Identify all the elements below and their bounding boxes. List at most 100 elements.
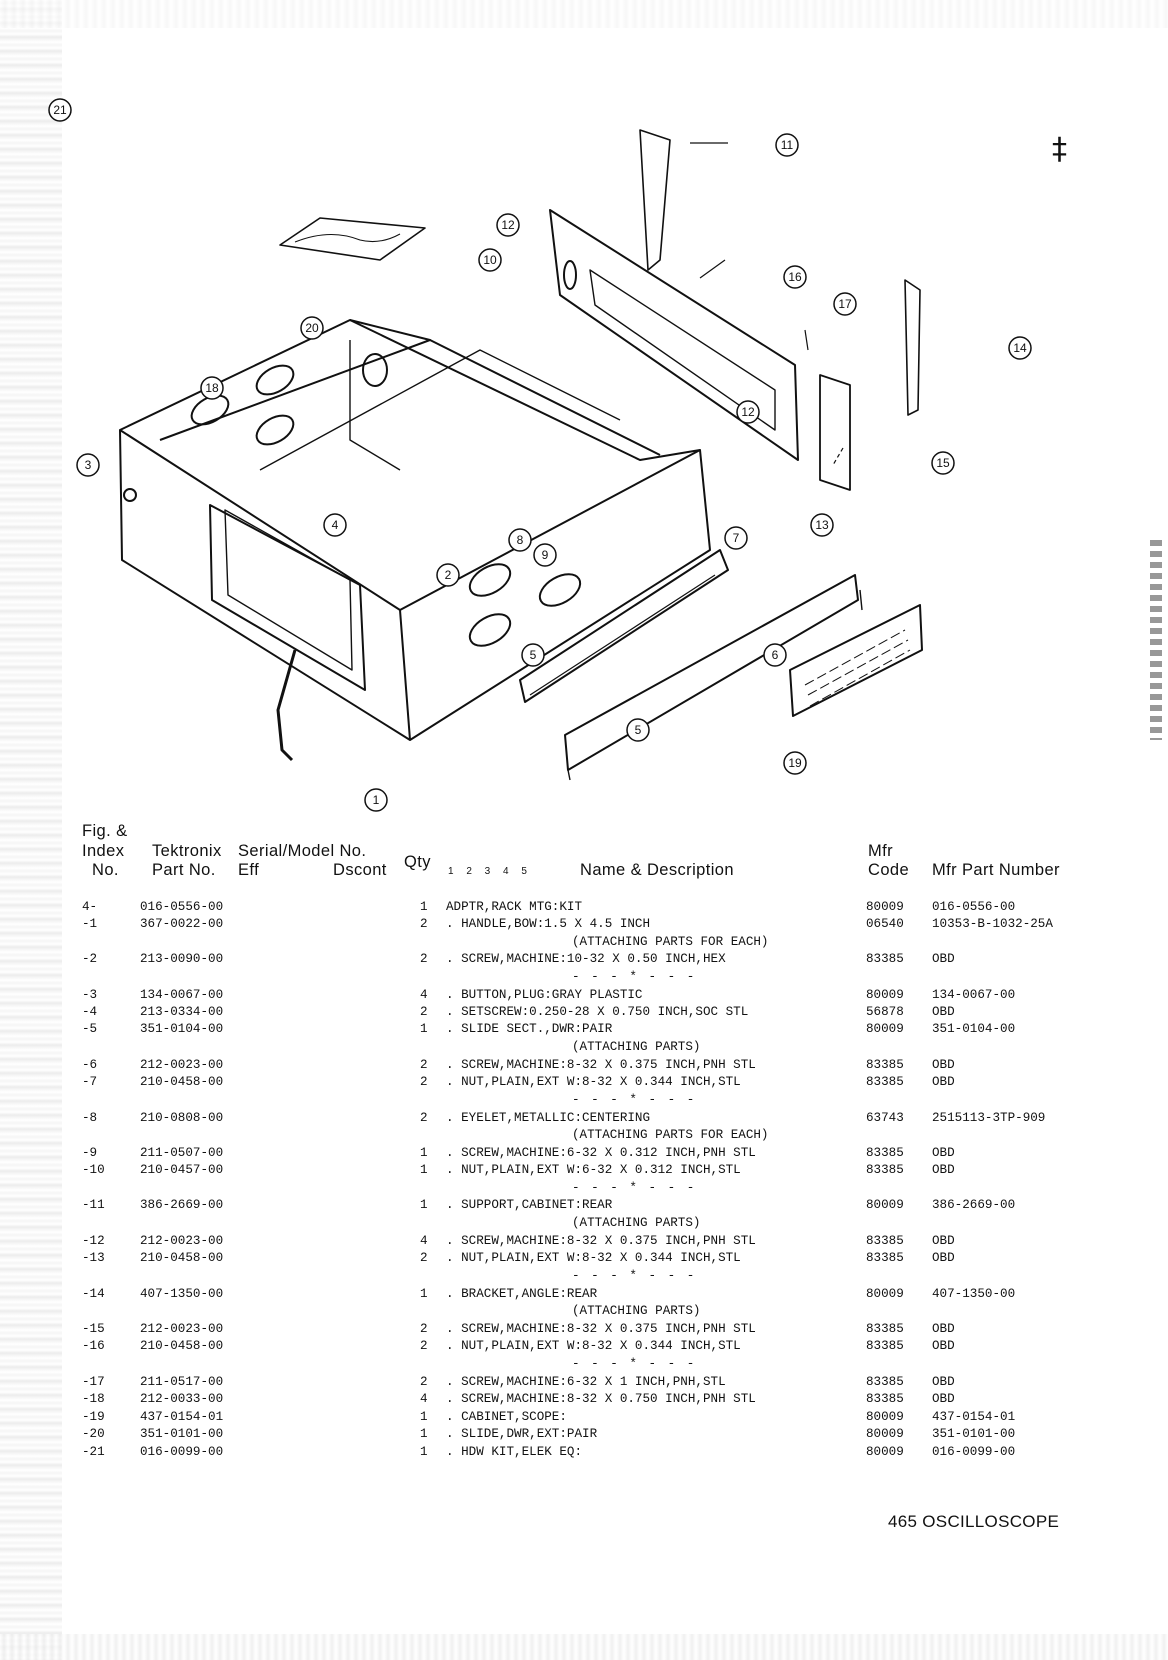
section-separator: - - - * - - - (572, 1093, 697, 1107)
header-eff: Eff (238, 861, 260, 879)
tektronix-part-number: 212-0023-00 (140, 1234, 224, 1248)
index-number: -13 (82, 1251, 105, 1265)
mfr-part-number: OBD (932, 952, 955, 966)
tektronix-part-number: 351-0104-00 (140, 1022, 224, 1036)
tektronix-part-number: 212-0023-00 (140, 1322, 224, 1336)
drawer-slide-perforated (789, 604, 923, 717)
quantity: 2 (420, 1339, 428, 1353)
index-number: -1 (82, 917, 98, 931)
index-number: -21 (82, 1445, 105, 1459)
tektronix-part-number: 351-0101-00 (140, 1427, 224, 1441)
mfr-code: 80009 (866, 900, 904, 914)
scan-noise-top (0, 0, 1168, 28)
index-number: -18 (82, 1392, 105, 1406)
index-number: -3 (82, 988, 98, 1002)
mfr-code: 56878 (866, 1005, 904, 1019)
section-separator: - - - * - - - (572, 1357, 697, 1371)
mfr-code: 83385 (866, 1251, 904, 1265)
mfr-part-number: OBD (932, 1251, 955, 1265)
mfr-part-number: 134-0067-00 (932, 988, 1016, 1002)
edge-scan-mark (1150, 540, 1162, 740)
quantity: 2 (420, 952, 428, 966)
mfr-code: 80009 (866, 1427, 904, 1441)
name-description: . NUT,PLAIN,EXT W:8-32 X 0.344 INCH,STL (446, 1251, 741, 1265)
mfr-code: 83385 (866, 1058, 904, 1072)
header-part-no: Part No. (152, 861, 216, 879)
mfr-part-number: OBD (932, 1234, 955, 1248)
index-number: -4 (82, 1005, 98, 1019)
index-number: -12 (82, 1234, 105, 1248)
parts-row: - - - * - - - (0, 1357, 1168, 1375)
name-description: . HANDLE,BOW:1.5 X 4.5 INCH (446, 917, 651, 931)
tektronix-part-number: 212-0033-00 (140, 1392, 224, 1406)
index-number: -16 (82, 1339, 105, 1353)
name-description: . BRACKET,ANGLE:REAR (446, 1287, 598, 1301)
quantity: 1 (420, 1022, 428, 1036)
name-description: . SCREW,MACHINE:10-32 X 0.50 INCH,HEX (446, 952, 726, 966)
svg-text:10: 10 (483, 253, 497, 267)
callout-16: 16 (783, 265, 807, 289)
tektronix-part-number: 210-0457-00 (140, 1163, 224, 1177)
mfr-part-number: OBD (932, 1322, 955, 1336)
svg-text:5: 5 (530, 648, 537, 662)
callout-2: 2 (436, 563, 460, 587)
svg-text:8: 8 (517, 533, 524, 547)
svg-text:15: 15 (936, 456, 950, 470)
mfr-code: 80009 (866, 1022, 904, 1036)
angle-bracket (819, 374, 851, 491)
quantity: 2 (420, 1058, 428, 1072)
tektronix-part-number: 211-0507-00 (140, 1146, 224, 1160)
parts-row: (ATTACHING PARTS) (0, 1216, 1168, 1234)
svg-text:13: 13 (815, 518, 829, 532)
name-description: . SCREW,MACHINE:8-32 X 0.375 INCH,PNH ST… (446, 1058, 756, 1072)
index-number: -14 (82, 1287, 105, 1301)
tektronix-part-number: 210-0458-00 (140, 1075, 224, 1089)
section-separator: - - - * - - - (572, 1269, 697, 1283)
mfr-code: 83385 (866, 1339, 904, 1353)
mfr-part-number: OBD (932, 1146, 955, 1160)
mfr-part-number: 016-0556-00 (932, 900, 1016, 914)
index-number: -2 (82, 952, 98, 966)
name-description: . BUTTON,PLUG:GRAY PLASTIC (446, 988, 643, 1002)
quantity: 1 (420, 1410, 428, 1424)
name-description: . SCREW,MACHINE:8-32 X 0.375 INCH,PNH ST… (446, 1322, 756, 1336)
parts-row: - - - * - - - (0, 1181, 1168, 1199)
name-description: . SCREW,MACHINE:8-32 X 0.375 INCH,PNH ST… (446, 1234, 756, 1248)
mfr-part-number: OBD (932, 1375, 955, 1389)
svg-text:19: 19 (788, 756, 802, 770)
tektronix-part-number: 210-0808-00 (140, 1111, 224, 1125)
tektronix-part-number: 016-0556-00 (140, 900, 224, 914)
parts-row: (ATTACHING PARTS FOR EACH) (0, 935, 1168, 953)
slide-section (519, 549, 729, 703)
quantity: 2 (420, 1375, 428, 1389)
svg-text:5: 5 (635, 723, 642, 737)
index-number: -19 (82, 1410, 105, 1424)
hardware-kit-bag (279, 217, 426, 261)
name-description: . EYELET,METALLIC:CENTERING (446, 1111, 651, 1125)
index-number: -20 (82, 1427, 105, 1441)
section-separator: - - - * - - - (572, 1181, 697, 1195)
callout-18: 18 (200, 376, 224, 400)
quantity: 1 (420, 1163, 428, 1177)
section-separator: - - - * - - - (572, 970, 697, 984)
svg-text:20: 20 (305, 321, 319, 335)
mfr-part-number: 016-0099-00 (932, 1445, 1016, 1459)
mfr-code: 83385 (866, 1146, 904, 1160)
mfr-code: 83385 (866, 1375, 904, 1389)
name-description: . SLIDE,DWR,EXT:PAIR (446, 1427, 598, 1441)
callout-11: 11 (775, 133, 799, 157)
mfr-part-number: OBD (932, 1058, 955, 1072)
name-description: . CABINET,SCOPE: (446, 1410, 567, 1424)
tektronix-part-number: 210-0458-00 (140, 1251, 224, 1265)
